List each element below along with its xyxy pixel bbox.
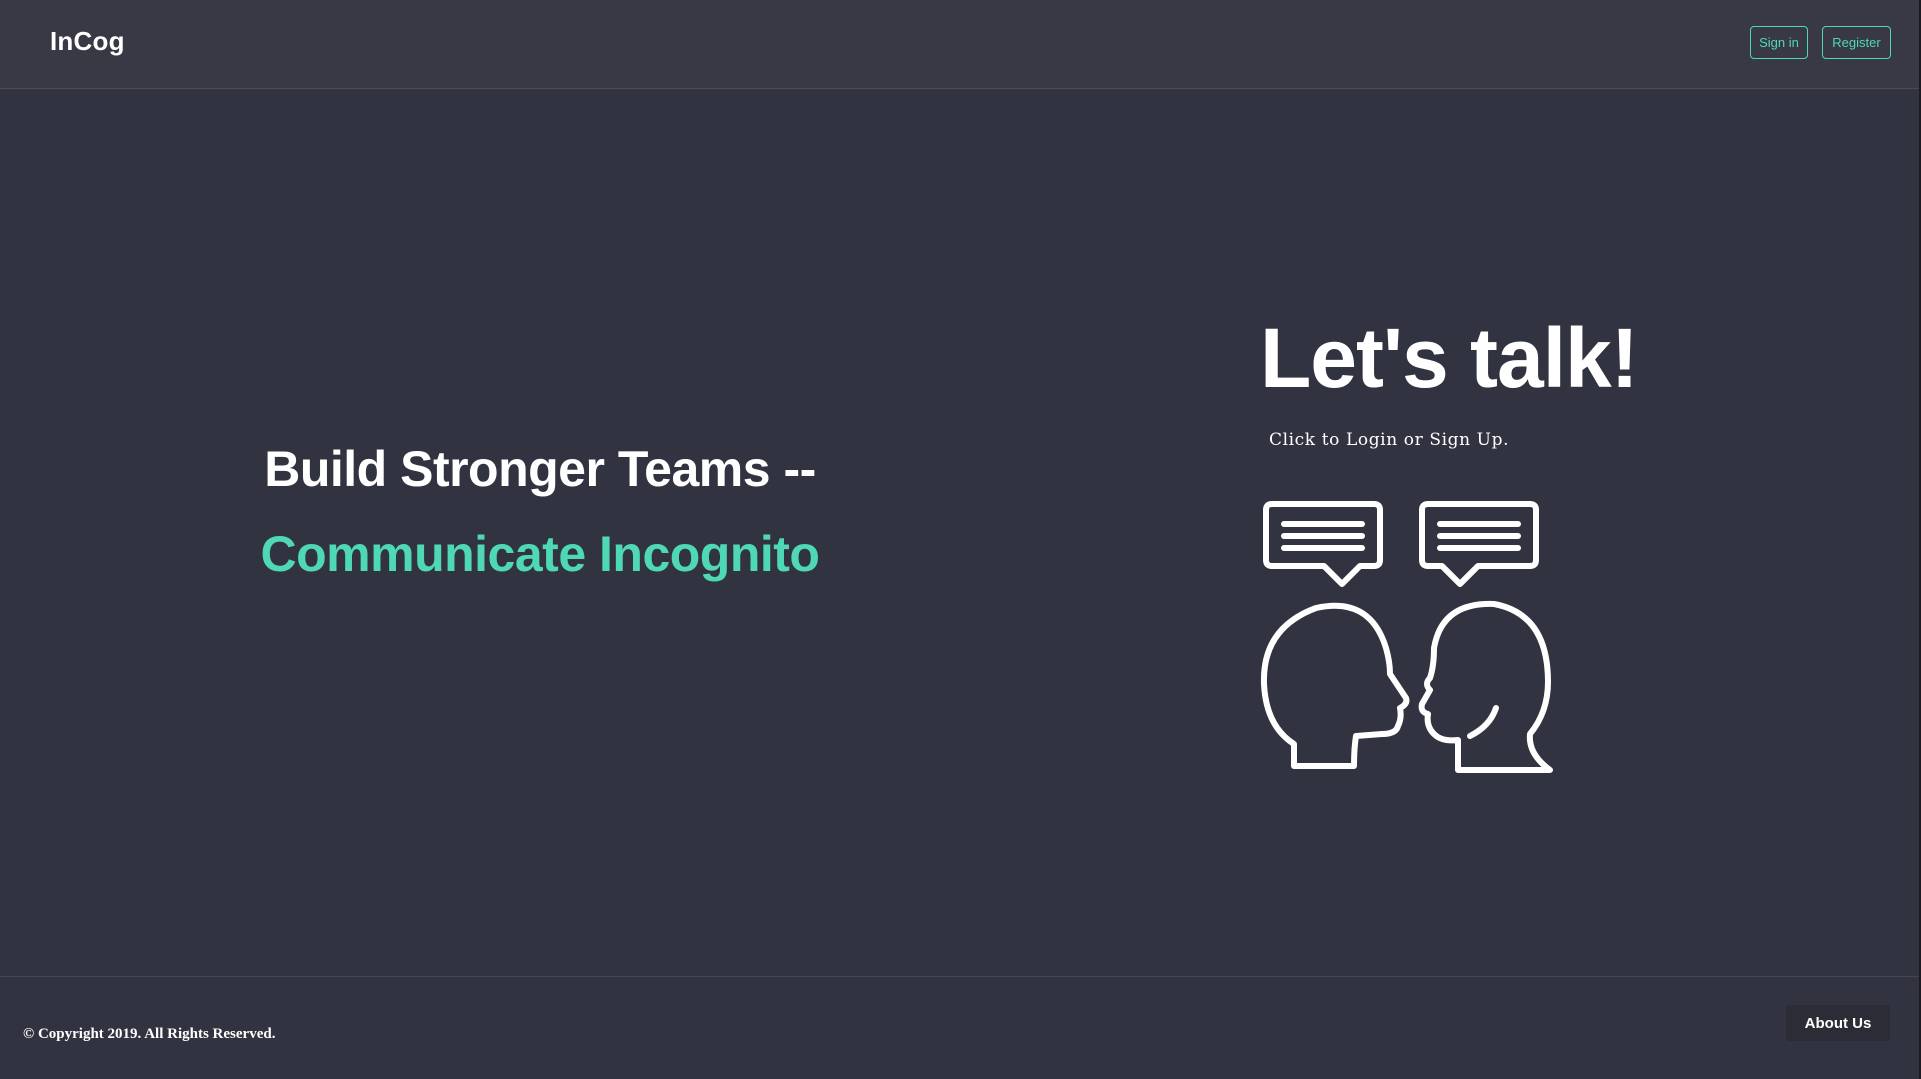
navbar: InCog Sign in Register: [0, 0, 1921, 89]
window-edge: [1919, 0, 1921, 1079]
register-button[interactable]: Register: [1822, 26, 1891, 59]
footer: © Copyright 2019. All Rights Reserved. A…: [0, 976, 1921, 1079]
left-head-icon: [1260, 602, 1410, 769]
two-heads-talking-icon[interactable]: [1258, 498, 1558, 780]
about-us-button[interactable]: About Us: [1786, 1005, 1890, 1041]
talk-heading: Let's talk!: [1260, 311, 1639, 405]
talk-instruction: Click to Login or Sign Up.: [1269, 430, 1510, 450]
right-head-icon: [1418, 600, 1553, 773]
sign-in-button[interactable]: Sign in: [1750, 26, 1808, 59]
copyright-text: © Copyright 2019. All Rights Reserved.: [23, 1026, 276, 1042]
left-speech-bubble-icon: [1263, 501, 1383, 587]
hero-subtitle: Communicate Incognito: [260, 526, 820, 582]
brand-logo[interactable]: InCog: [50, 26, 125, 56]
hero-title: Build Stronger Teams --: [264, 441, 816, 497]
right-speech-bubble-icon: [1419, 501, 1539, 587]
